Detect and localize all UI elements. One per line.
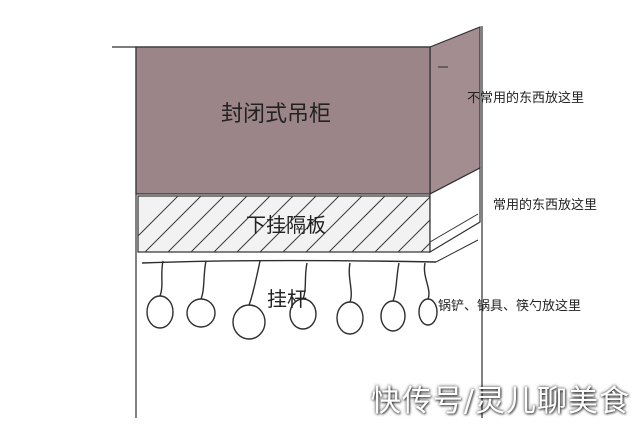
hatch-line	[144, 196, 202, 252]
note-rail: 锅铲、锅具、筷勺放这里	[438, 298, 581, 314]
hatch-line	[138, 196, 179, 237]
hook-stem	[200, 260, 207, 300]
hooks-group	[146, 260, 438, 340]
cabinet-side-panel	[429, 26, 481, 195]
hook-stem	[159, 260, 164, 297]
shelf-label: 下挂隔板	[246, 213, 326, 237]
hook-stem	[302, 262, 308, 300]
rail-label: 挂杆	[267, 287, 307, 311]
hanging-rail	[141, 259, 437, 264]
cabinet-front	[135, 46, 431, 195]
hook-ring	[336, 301, 364, 335]
hatch-line	[374, 196, 430, 252]
shelf-hatching	[138, 196, 430, 252]
hatch-line	[328, 196, 386, 252]
hatch-line	[351, 196, 409, 252]
hatch-line	[420, 242, 430, 252]
shelf-side-panel	[429, 167, 481, 254]
hatch-line	[236, 196, 294, 252]
hatch-line	[397, 219, 430, 252]
cabinet-label: 封闭式吊柜	[221, 102, 331, 127]
hatch-line	[167, 196, 225, 252]
hatch-line	[190, 196, 248, 252]
hatch-line	[282, 196, 340, 252]
hook-stem	[248, 260, 261, 306]
hook-ring	[232, 304, 266, 340]
hook-ring	[380, 300, 406, 332]
note-shelf: 常用的东西放这里	[493, 197, 597, 213]
hatch-line	[259, 196, 317, 252]
hatch-line	[305, 196, 363, 252]
hook-stem	[423, 262, 430, 300]
hook-stem	[392, 262, 400, 302]
hook-ring	[146, 295, 174, 329]
pointer-line-rail	[435, 239, 479, 263]
hook-stem	[348, 262, 352, 303]
note-cabinet: 不常用的东西放这里	[467, 90, 584, 106]
pointer-line-shelf	[429, 213, 479, 243]
hatch-line	[213, 196, 271, 252]
hook-ring	[418, 298, 438, 326]
hook-ring	[186, 298, 216, 328]
hook-ring	[289, 298, 317, 330]
watermark: 快传号/灵儿聊美食	[370, 384, 630, 419]
